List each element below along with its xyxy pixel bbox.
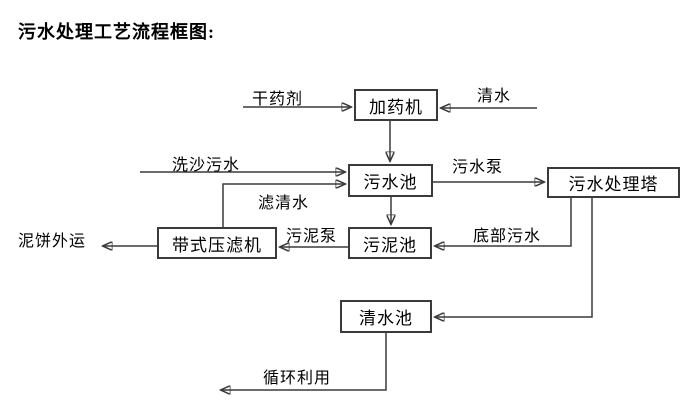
diagram-title: 污水处理工艺流程框图: [18,22,215,42]
node-sewage-treatment-tower: 污水处理塔 [547,167,680,198]
connector-filtered-water-to-sewage-pool [222,184,345,227]
edge-label-bottom-sewage: 底部污水 [473,228,542,245]
connector-bottom-sewage-to-sludge-pool [435,198,572,246]
edge-label-recycle: 循环利用 [263,370,332,387]
edge-label-mud-cake-out: 泥饼外运 [18,233,87,250]
edge-label-sand-washing-sewage: 洗沙污水 [172,157,241,174]
edge-label-filtered-water: 滤清水 [258,195,310,212]
node-sewage-pool: 污水池 [348,164,433,197]
connector-clean-pool-to-recycle [221,333,387,390]
edge-label-clean-water: 清水 [477,88,512,105]
edge-label-sludge-pump: 污泥泵 [286,228,338,245]
node-sludge-pool: 污泥池 [348,227,432,259]
connector-tower-to-clean-pool [435,198,593,317]
edge-label-dry-agent: 干药剂 [252,91,304,108]
edge-label-sewage-pump: 污水泵 [452,159,504,176]
node-belt-filter-press: 带式压滤机 [157,227,277,259]
node-dosing-machine: 加药机 [354,89,438,121]
node-clean-water-pool: 清水池 [340,300,432,333]
